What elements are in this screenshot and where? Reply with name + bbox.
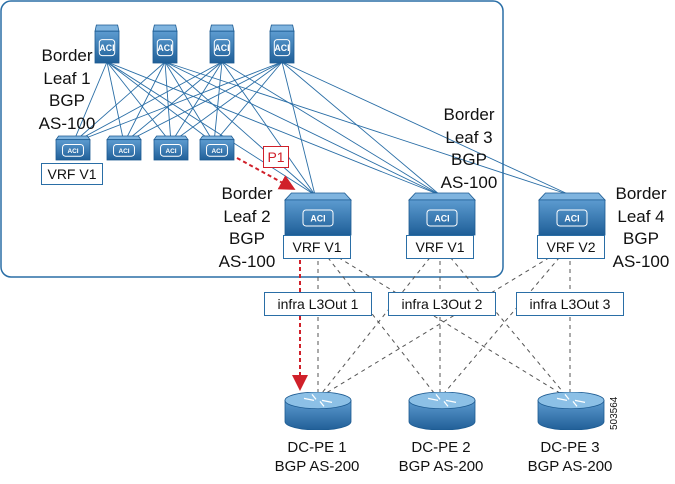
figure-id: 503564: [609, 396, 620, 430]
vrf-box-leaf4: VRF V2: [537, 235, 605, 259]
aci-switch-icon: ACI: [209, 24, 235, 64]
spine-switch-3: ACI: [208, 24, 236, 64]
aci-switch-icon: ACI: [152, 24, 178, 64]
leaf-switch-1: ACI: [54, 135, 92, 161]
aci-switch-icon: ACI: [153, 135, 189, 161]
svg-text:ACI: ACI: [118, 148, 129, 155]
border-leaf-2-switch: ACI: [283, 192, 353, 236]
router-icon: [284, 391, 352, 431]
svg-text:ACI: ACI: [564, 213, 579, 223]
svg-text:ACI: ACI: [310, 213, 325, 223]
aci-fabric-boundary: [0, 0, 504, 278]
aci-switch-icon: ACI: [106, 135, 142, 161]
dc-pe-1-router: [283, 391, 353, 431]
svg-text:ACI: ACI: [214, 43, 229, 53]
leaf-switch-2: ACI: [105, 135, 143, 161]
svg-text:ACI: ACI: [99, 43, 114, 53]
svg-text:ACI: ACI: [67, 148, 78, 155]
aci-switch-icon: ACI: [538, 192, 606, 236]
aci-switch-icon: ACI: [199, 135, 235, 161]
router-icon: [408, 391, 476, 431]
aci-switch-icon: ACI: [408, 192, 476, 236]
infra-l3out-3: infra L3Out 3: [516, 292, 624, 316]
spine-switch-4: ACI: [268, 24, 296, 64]
vrf-box-leaf1: VRF V1: [41, 163, 103, 185]
svg-text:ACI: ACI: [211, 148, 222, 155]
border-leaf-3-switch: ACI: [407, 192, 477, 236]
dc-pe-3-router: [536, 391, 606, 431]
aci-switch-icon: ACI: [284, 192, 352, 236]
router-icon: [537, 391, 605, 431]
border-leaf-4-switch: ACI: [537, 192, 607, 236]
leaf-switch-4: ACI: [198, 135, 236, 161]
aci-switch-icon: ACI: [94, 24, 120, 64]
spine-switch-2: ACI: [151, 24, 179, 64]
l3out-links: [317, 244, 571, 399]
p1-path-to-leaf2: [236, 157, 296, 190]
aci-switch-icon: ACI: [269, 24, 295, 64]
infra-l3out-2: infra L3Out 2: [388, 292, 496, 316]
svg-text:ACI: ACI: [434, 213, 449, 223]
p1-path-label: P1: [263, 146, 289, 168]
leaf-switch-3: ACI: [152, 135, 190, 161]
dc-pe-2-router: [407, 391, 477, 431]
spine-switch-1: ACI: [93, 24, 121, 64]
fabric-links: [72, 61, 571, 196]
svg-text:ACI: ACI: [165, 148, 176, 155]
svg-text:ACI: ACI: [274, 43, 289, 53]
vrf-box-leaf2: VRF V1: [283, 235, 351, 259]
aci-switch-icon: ACI: [55, 135, 91, 161]
vrf-box-leaf3: VRF V1: [406, 235, 474, 259]
svg-text:ACI: ACI: [157, 43, 172, 53]
infra-l3out-1: infra L3Out 1: [264, 292, 372, 316]
